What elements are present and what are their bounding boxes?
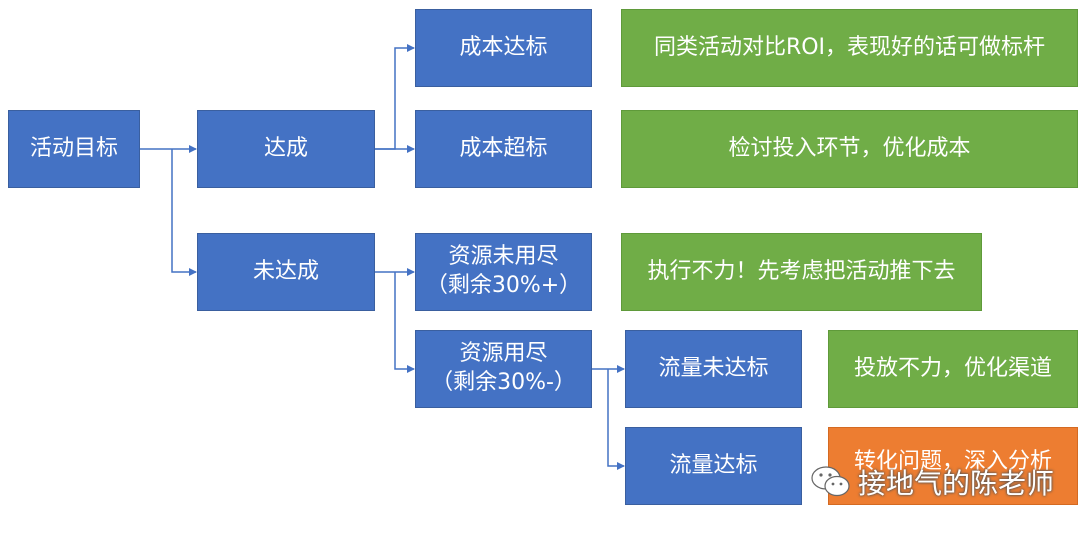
node-resources-unused-line1: 资源未用尽 — [448, 244, 559, 270]
node-cost-over-label: 成本超标 — [459, 135, 548, 161]
action-traffic-miss-text: 投放不力，优化渠道 — [853, 355, 1052, 381]
action-traffic-ok-text: 转化问题，深入分析 — [853, 449, 1052, 474]
action-resources-unused: 执行不力！先考虑把活动推下去 — [621, 233, 982, 311]
node-traffic-ok-label: 流量达标 — [669, 452, 758, 478]
node-resources-used: 资源用尽 （剩余30%-） — [415, 330, 592, 408]
connector-not-achieved-res-used — [394, 272, 415, 373]
node-not-achieved-label: 未达成 — [252, 258, 319, 284]
node-achieved-label: 达成 — [263, 135, 308, 161]
node-traffic-miss: 流量未达标 — [625, 330, 802, 408]
action-traffic-miss: 投放不力，优化渠道 — [828, 330, 1078, 408]
node-cost-ok-label: 成本达标 — [459, 34, 548, 60]
node-resources-used-line1: 资源用尽 — [459, 341, 548, 367]
action-cost-ok-text: 同类活动对比ROI，表现好的话可做标杆 — [653, 34, 1046, 60]
node-not-achieved: 未达成 — [197, 233, 375, 311]
node-goal-label: 活动目标 — [29, 135, 118, 161]
node-traffic-miss-label: 流量未达标 — [658, 355, 769, 381]
watermark: 接地气的陈老师 — [810, 462, 1054, 502]
node-resources-used-line2: （剩余30%-） — [431, 370, 576, 395]
node-traffic-ok: 流量达标 — [625, 427, 802, 505]
wechat-icon — [811, 466, 850, 497]
node-goal: 活动目标 — [8, 110, 140, 188]
node-resources-unused-line2: （剩余30%+） — [425, 273, 582, 298]
action-traffic-ok: 转化问题，深入分析 — [828, 427, 1078, 505]
connector-res-used-traffic-ok — [607, 369, 625, 470]
connector-goal-not-achieved — [171, 149, 197, 276]
connector-achieved-cost-ok — [375, 44, 415, 150]
node-resources-unused: 资源未用尽 （剩余30%+） — [415, 233, 592, 311]
action-cost-over-text: 检讨投入环节，优化成本 — [728, 135, 971, 161]
watermark-text: 接地气的陈老师 — [858, 467, 1055, 500]
node-cost-ok: 成本达标 — [415, 9, 592, 87]
action-cost-over: 检讨投入环节，优化成本 — [621, 110, 1078, 188]
node-achieved: 达成 — [197, 110, 375, 188]
node-cost-over: 成本超标 — [415, 110, 592, 188]
action-resources-unused-text: 执行不力！先考虑把活动推下去 — [647, 258, 956, 284]
action-cost-ok: 同类活动对比ROI，表现好的话可做标杆 — [621, 9, 1078, 87]
